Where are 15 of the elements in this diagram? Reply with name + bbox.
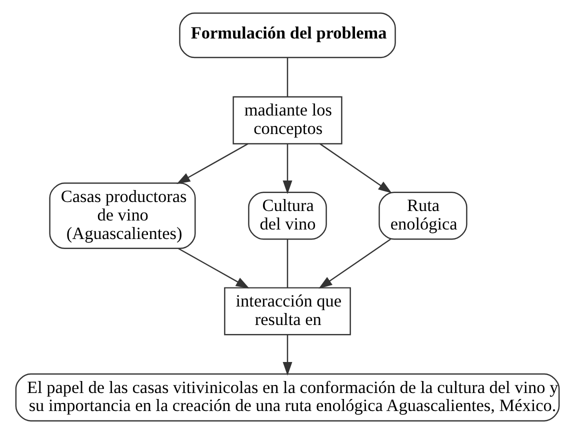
- connector: [286, 240, 288, 288]
- arrow: [176, 143, 248, 184]
- arrow: [319, 143, 392, 194]
- node-box: Casas productoras de vino (Aguascalientes): [48, 182, 196, 250]
- arrow: [282, 144, 292, 194]
- node-box: interacción que resulta en: [224, 287, 350, 336]
- arrow: [318, 238, 390, 289]
- node-box: Cultura del vino: [248, 192, 326, 240]
- connector: [286, 58, 288, 96]
- arrow: [282, 334, 292, 376]
- node-box: Formulación del problema: [178, 12, 396, 58]
- node-box: madiante los conceptos: [232, 96, 342, 144]
- node-box: Ruta enológica: [378, 192, 467, 240]
- arrow: [178, 248, 249, 289]
- node-box: El papel de las casas vitivinicolas en la conformación de la cultura del vino y su importancia en la creación de una ruta enológica Aguascalientes, México.: [14, 373, 560, 422]
